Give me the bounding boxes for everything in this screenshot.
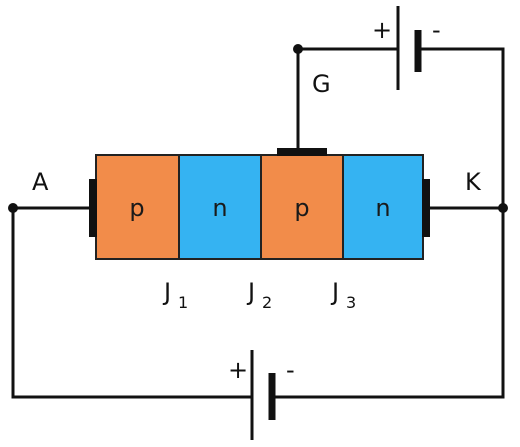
layer-p1 (95, 154, 180, 260)
junction-j2: J 2 (246, 278, 272, 312)
main-battery: + - (228, 350, 295, 440)
layer-n1 (178, 154, 262, 260)
semiconductor-stack: p n p n (95, 154, 424, 260)
main-battery-minus: - (286, 356, 295, 384)
gate-wire-top-right (416, 47, 505, 210)
cathode-contact (422, 179, 430, 237)
bottom-wire-right (270, 206, 505, 399)
gate-battery-minus: - (432, 16, 441, 44)
layer-p2-label: p (294, 194, 309, 222)
gate-circuit (293, 44, 505, 210)
anode-contact (89, 179, 97, 237)
junction-j3-letter: J (330, 278, 339, 306)
cathode-label: K (465, 168, 482, 196)
junction-j2-letter: J (246, 278, 255, 306)
junction-j2-sub: 2 (262, 293, 272, 312)
junction-j3: J 3 (330, 278, 356, 312)
layer-n2-label: n (375, 194, 390, 222)
bottom-wire-left (11, 206, 254, 399)
anode-label: A (32, 168, 49, 196)
gate-label: G (312, 70, 331, 98)
layer-p1-label: p (129, 194, 144, 222)
junction-j1-sub: 1 (178, 293, 188, 312)
layer-n1-label: n (212, 194, 227, 222)
main-battery-plus: + (228, 356, 248, 384)
gate-battery-plus: + (372, 16, 392, 44)
junction-j1: J 1 (162, 278, 188, 312)
gate-battery: + - (372, 6, 441, 90)
junction-j1-letter: J (162, 278, 171, 306)
gate-contact (277, 148, 327, 156)
junction-j3-sub: 3 (346, 293, 356, 312)
